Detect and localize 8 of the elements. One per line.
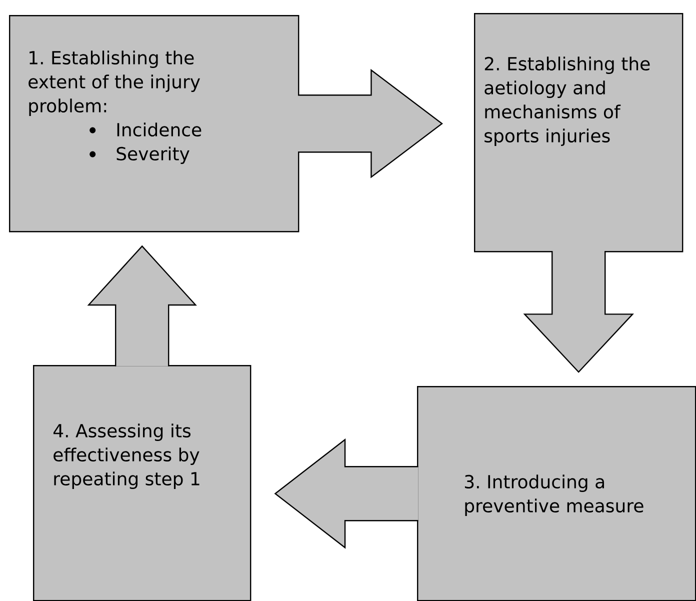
- process-box: 2. Establishing the aetiology and mechanisms of sports injuries: [474, 13, 684, 252]
- process-box: 3. Introducing a preventive measure: [417, 386, 696, 601]
- block-arrow: [297, 68, 443, 178]
- block-arrow: [87, 245, 197, 367]
- block-arrow: [523, 250, 634, 373]
- block-arrow: [274, 438, 419, 549]
- process-box: 1. Establishing the extent of the injury problem: Incidence Severity: [9, 15, 300, 232]
- process-box: 4. Assessing its effectiveness by repeating step 1: [33, 365, 252, 601]
